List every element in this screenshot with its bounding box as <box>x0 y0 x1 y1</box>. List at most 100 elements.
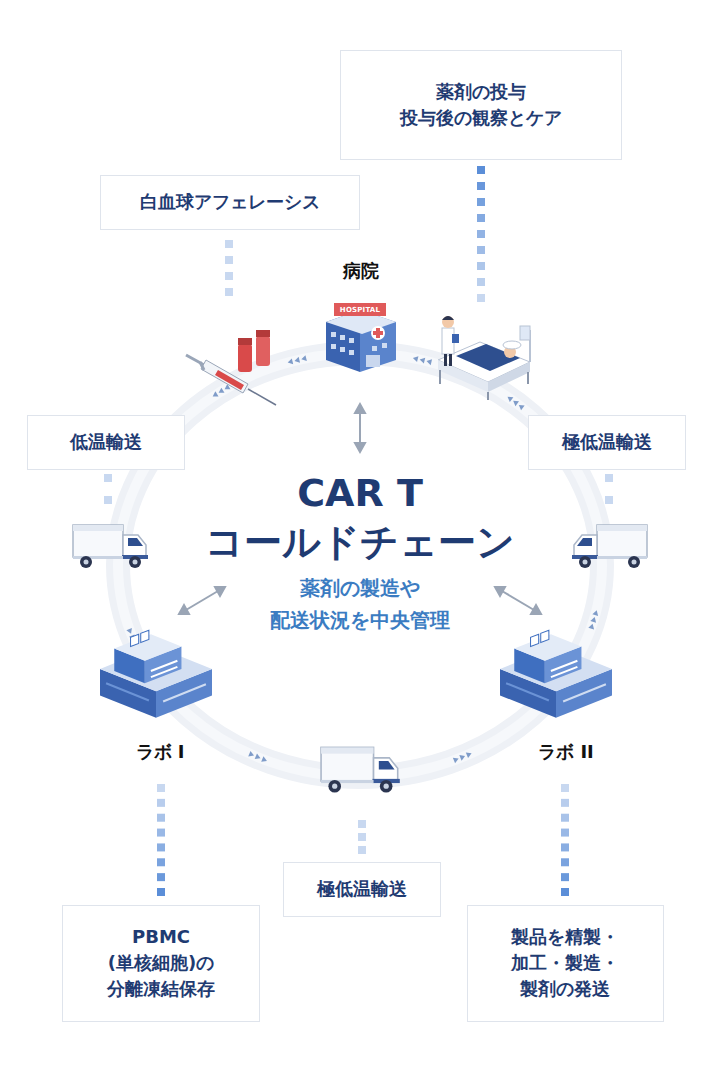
leader-dot <box>358 820 366 828</box>
syringe-icon <box>186 355 206 366</box>
lab-icon <box>100 630 612 718</box>
leader-dot <box>561 799 569 807</box>
center-arrows <box>359 412 361 444</box>
syringe-icon <box>238 344 252 372</box>
syringe-icon <box>238 338 252 345</box>
leader-dot <box>477 214 485 222</box>
hospital-icon <box>340 347 345 352</box>
step-text: 低温輸送 <box>70 429 142 455</box>
leader-dot <box>225 288 233 296</box>
chevron-head <box>588 623 595 630</box>
patient-bed-icon <box>520 326 530 340</box>
flow-chevron <box>211 384 230 399</box>
leader-dot <box>477 166 485 174</box>
leader-dot <box>561 829 569 837</box>
step-box: 製品を精製・ 加工・製造・ 製剤の発送 <box>467 905 664 1022</box>
syringe-icon <box>186 330 276 405</box>
truck-icon <box>572 525 647 568</box>
place-label: ラボ II <box>538 741 594 763</box>
leader-dot <box>157 858 165 866</box>
leader-dot <box>561 888 569 896</box>
leader-dot <box>104 474 112 482</box>
leader-dot <box>605 474 613 482</box>
center-arrows <box>502 591 534 610</box>
hospital-icon <box>334 303 386 316</box>
leader-dot <box>477 182 485 190</box>
center-arrows <box>186 591 218 610</box>
syringe-icon <box>200 362 204 370</box>
leader-dot <box>358 846 366 854</box>
hospital-icon <box>372 346 377 351</box>
leader-dot <box>477 246 485 254</box>
center-arrows <box>355 404 365 413</box>
leader-dot <box>157 784 165 792</box>
hospital-icon <box>366 355 380 367</box>
patient-bed-icon <box>503 341 521 349</box>
step-text: 製品を精製・ 加工・製造・ 製剤の発送 <box>511 924 619 1002</box>
dotted-leaders <box>104 166 613 896</box>
chevron-head <box>426 358 432 365</box>
patient-bed-icon <box>487 392 489 400</box>
diagram-title: CAR T コールドチェーン <box>180 469 540 568</box>
chevron-head <box>248 751 255 758</box>
leader-dot <box>561 843 569 851</box>
leader-dot <box>605 496 613 504</box>
leader-dot <box>157 873 165 881</box>
patient-bed-icon <box>444 354 447 366</box>
leader-dot <box>358 833 366 841</box>
sign-text: HOSPITAL <box>340 306 380 314</box>
syringe-icon <box>248 389 276 405</box>
place-label: ラボ I <box>136 741 185 763</box>
chevron-head <box>294 357 300 364</box>
chevron-head <box>261 756 268 763</box>
step-box: 白血球アフェレーシス <box>100 175 360 230</box>
step-box: 極低温輸送 <box>528 415 686 470</box>
chevron-head <box>592 609 599 616</box>
center-arrows <box>531 605 541 614</box>
leader-dot <box>225 256 233 264</box>
chevron-head <box>453 756 460 763</box>
syringe-icon <box>256 330 270 337</box>
truck-icon <box>73 525 647 793</box>
step-box: 低温輸送 <box>27 415 185 470</box>
leader-dot <box>157 888 165 896</box>
leader-dot <box>477 198 485 206</box>
patient-bed-icon <box>452 334 459 343</box>
chevron-head <box>466 751 473 758</box>
step-text: 極低温輸送 <box>562 429 652 455</box>
chevron-head <box>217 388 224 396</box>
flow-chevron <box>588 609 599 629</box>
step-text: PBMC (単核細胞)の 分離凍結保存 <box>107 924 215 1002</box>
hospital-icon <box>382 343 387 348</box>
leader-dot <box>477 294 485 302</box>
lab-icon <box>100 630 212 718</box>
leader-dot <box>225 272 233 280</box>
center-arrows <box>355 443 365 452</box>
chevron-head <box>412 355 418 362</box>
step-box: 薬剤の投与 投与後の観察とケア <box>340 50 622 160</box>
flow-chevron <box>287 355 307 365</box>
hospital-icon <box>340 335 345 340</box>
step-box: 極低温輸送 <box>283 862 441 917</box>
step-box: PBMC (単核細胞)の 分離凍結保存 <box>62 905 260 1022</box>
leader-dot <box>477 230 485 238</box>
syringe-icon <box>215 370 244 390</box>
leader-dot <box>104 496 112 504</box>
lab-icon <box>500 630 612 718</box>
step-text: 極低温輸送 <box>317 876 407 902</box>
chevron-head <box>211 391 218 399</box>
leader-dot <box>561 784 569 792</box>
leader-dot <box>157 814 165 822</box>
patient-bed-icon <box>442 316 454 320</box>
leader-dot <box>157 799 165 807</box>
patient-bed-icon <box>439 370 441 384</box>
chevron-head <box>419 357 425 364</box>
chevron-head <box>590 616 597 623</box>
truck-icon <box>73 525 148 568</box>
syringe-icon <box>256 336 270 366</box>
chevron-head <box>126 628 133 635</box>
hospital-icon <box>331 344 336 349</box>
hospital-icon <box>371 326 385 340</box>
syringe-icon <box>201 360 248 393</box>
